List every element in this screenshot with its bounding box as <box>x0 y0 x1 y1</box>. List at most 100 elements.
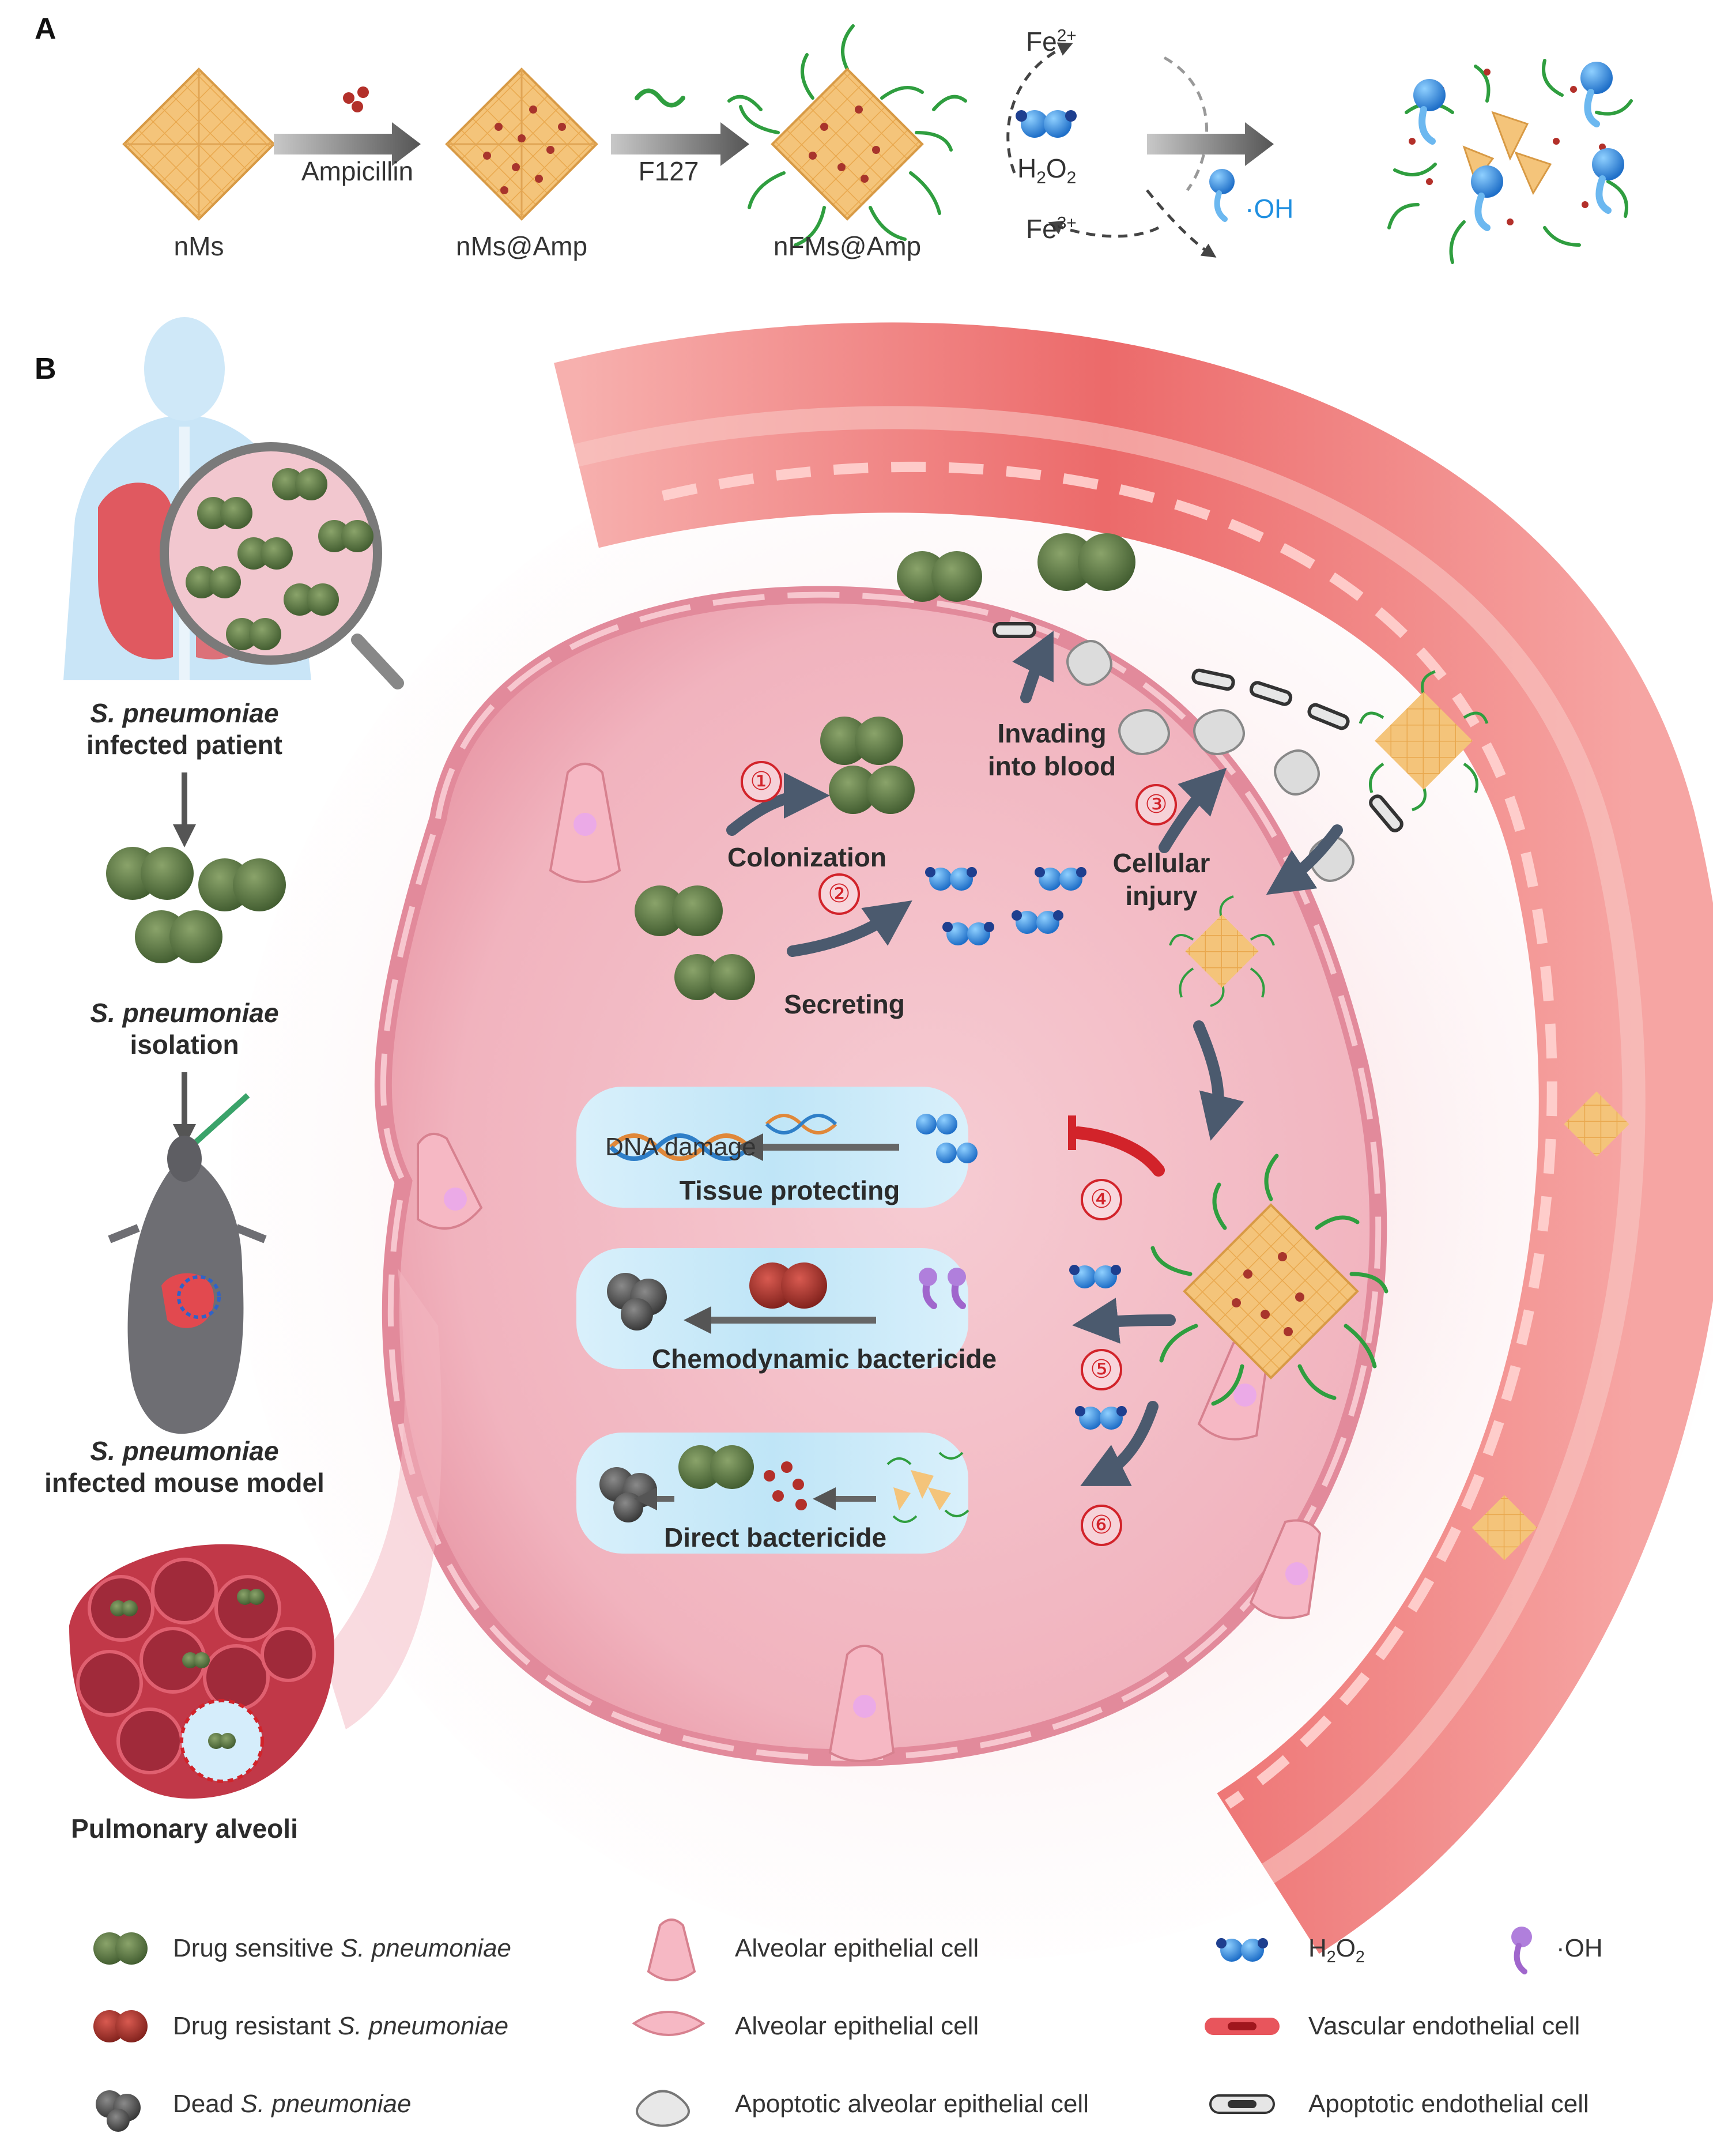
panel-label-b: B <box>35 352 56 386</box>
patient-species-text: S. pneumoniae <box>90 698 279 728</box>
legend-epithelial-type1: Alveolar epithelial cell <box>735 1934 979 1962</box>
legend-drug-sensitive-species: S. pneumoniae <box>341 1934 512 1962</box>
h2o2-sub1: 2 <box>1036 168 1046 188</box>
step-5-marker: ⑤ <box>1081 1349 1122 1390</box>
fe-cycle-arrow-left <box>1006 42 1073 174</box>
label-ampicillin: Ampicillin <box>301 156 414 186</box>
isolation-species: S. pneumoniae <box>90 997 278 1028</box>
label-nms: nMs <box>173 231 224 261</box>
legend-drug-sensitive-prefix: Drug sensitive <box>173 1934 341 1962</box>
effect-box-tissue <box>576 1087 978 1208</box>
apoptotic-endothelial-cells <box>993 622 1403 832</box>
mouse-species: S. pneumoniae <box>90 1435 278 1467</box>
step-2-marker: ② <box>818 873 860 915</box>
oh-radical <box>1209 169 1235 222</box>
label-cellular-1: Cellular <box>1112 848 1210 878</box>
fe3-charge: 3+ <box>1057 213 1077 233</box>
legend-epithelial-type2: Alveolar epithelial cell <box>735 2012 979 2040</box>
alveoli-inset <box>69 1544 334 1799</box>
label-h2o2: H2O2 <box>1017 153 1076 188</box>
synthesis-row <box>122 24 1633 264</box>
f127-polymer <box>635 88 685 108</box>
nfms-amp-octahedron <box>727 24 967 247</box>
legend-apoptotic-endothelial: Apoptotic endothelial cell <box>1308 2090 1589 2118</box>
process-arrows <box>726 631 1343 1486</box>
label-colonization: Colonization <box>727 842 886 872</box>
caption-direct-bactericide: Direct bactericide <box>663 1522 887 1552</box>
mouse-illustration <box>108 1136 267 1434</box>
panel-label-a: A <box>35 12 56 46</box>
effect-box-direct <box>576 1433 969 1554</box>
syringe <box>188 1093 250 1149</box>
isolation-label: isolation <box>130 1030 239 1060</box>
legend-oh: ·OH <box>1556 1934 1603 1962</box>
legend-icons <box>93 1918 1532 2132</box>
label-fe3: Fe3+ <box>1026 213 1077 244</box>
ampicillin-dots <box>343 86 369 112</box>
alveolar-epithelium <box>380 591 1382 1761</box>
h2o2-near-nanoparticle <box>1069 1265 1127 1430</box>
label-secreting: Secreting <box>784 989 905 1019</box>
label-fe2: Fe2+ <box>1026 26 1077 57</box>
step-6-marker: ⑥ <box>1081 1505 1122 1546</box>
mouse-species-text: S. pneumoniae <box>90 1436 279 1466</box>
fe2-symbol: Fe <box>1026 27 1057 56</box>
label-invading-2: into blood <box>987 751 1116 781</box>
nanoparticle-large <box>1150 1154 1388 1406</box>
magnifier <box>160 442 404 689</box>
label-dna-damage: DNA damage <box>605 1133 756 1161</box>
legend-drug-resistant-species: S. pneumoniae <box>338 2012 509 2040</box>
caption-tissue-protecting: Tissue protecting <box>679 1175 900 1205</box>
mouse-label: infected mouse model <box>44 1468 325 1498</box>
vascular-endothelium <box>661 462 1557 1809</box>
label-nfms-amp: nFMs@Amp <box>773 231 922 261</box>
legend-h2o2: H2O2 <box>1308 1934 1365 1967</box>
legend-h2o2-h: H <box>1308 1934 1327 1962</box>
legend-h2o2-sub2: 2 <box>1355 1947 1365 1966</box>
inhibition-arrow <box>1071 1126 1165 1177</box>
caption-chemodynamic: Chemodynamic bactericide <box>651 1344 997 1374</box>
label-oh: ·OH <box>1245 194 1294 224</box>
blood-vessel-inner-lumen <box>573 406 1646 1883</box>
h2o2-molecule <box>1016 110 1077 138</box>
legend-h2o2-sub1: 2 <box>1326 1947 1336 1966</box>
secreted-h2o2 <box>925 867 1086 945</box>
bacteria-in-alveolus <box>635 717 915 1000</box>
zoom-funnel <box>323 1268 442 1729</box>
isolation-species-text: S. pneumoniae <box>90 998 279 1028</box>
legend-drug-sensitive: Drug sensitive S. pneumoniae <box>173 1934 511 1963</box>
nms-octahedron <box>122 67 276 221</box>
h2o2-h: H <box>1017 153 1037 183</box>
fe-cycle-arrow-bottom <box>1048 221 1160 238</box>
step-1-marker: ① <box>741 761 782 802</box>
arrow-degradation <box>1147 122 1274 166</box>
label-nms-amp: nMs@Amp <box>455 231 588 261</box>
patient-label: infected patient <box>86 730 282 760</box>
legend-h2o2-o: O <box>1335 1934 1356 1962</box>
arrow-f127 <box>611 122 749 166</box>
h2o2-o: O <box>1046 153 1067 183</box>
legend-vascular-endothelial: Vascular endothelial cell <box>1308 2012 1580 2040</box>
fe3-symbol: Fe <box>1026 214 1057 244</box>
isolated-bacteria <box>106 847 286 963</box>
legend-dead-prefix: Dead <box>173 2090 241 2118</box>
degraded-nanoparticle <box>1387 59 1633 264</box>
alveoli-label: Pulmonary alveoli <box>71 1814 298 1844</box>
fe2-charge: 2+ <box>1057 26 1077 46</box>
oh-release-arrow <box>1146 189 1217 258</box>
label-cellular-2: injury <box>1125 881 1198 911</box>
step-4-marker: ④ <box>1081 1179 1122 1220</box>
label-invading-1: Invading <box>997 718 1107 748</box>
legend-apoptotic-epithelial: Apoptotic alveolar epithelial cell <box>735 2090 1089 2118</box>
fe-cycle-arrow-right <box>1163 56 1209 191</box>
label-f127: F127 <box>638 156 699 186</box>
nms-amp-octahedron <box>445 67 598 221</box>
legend-dead-species: S. pneumoniae <box>240 2090 412 2118</box>
step-3-marker: ③ <box>1135 784 1177 826</box>
legend-drug-resistant: Drug resistant S. pneumoniae <box>173 2012 508 2041</box>
legend-drug-resistant-prefix: Drug resistant <box>173 2012 338 2040</box>
patient-species: S. pneumoniae <box>90 698 278 729</box>
bacteria-in-vessel <box>897 533 1135 602</box>
